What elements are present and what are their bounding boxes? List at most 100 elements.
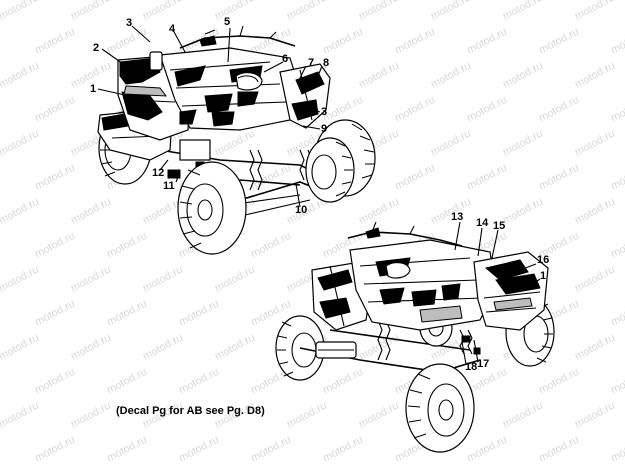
watermark-text: motod.ru — [69, 0, 113, 23]
watermark-text: motod.ru — [501, 196, 545, 227]
watermark-text: motod.ru — [69, 196, 113, 227]
watermark-text: motod.ru — [0, 196, 41, 227]
callout-5: 5 — [224, 16, 231, 28]
watermark-text: motod.ru — [573, 196, 617, 227]
watermark-text: motod.ru — [393, 162, 437, 193]
callout-18: 18 — [465, 361, 478, 373]
watermark-text: motod.ru — [501, 400, 545, 431]
watermark-text: motod.ru — [177, 366, 221, 397]
front-fender-right — [279, 63, 331, 129]
watermark-text: motod.ru — [609, 26, 625, 57]
body-rear-view — [349, 239, 497, 331]
watermark-text: motod.ru — [213, 264, 257, 295]
watermark-text: motod.ru — [249, 162, 293, 193]
watermark-text: motod.ru — [213, 0, 257, 23]
watermark-text: motod.ru — [33, 434, 77, 465]
watermark-text: motod.ru — [69, 332, 113, 363]
handlebar-rear-view — [347, 221, 463, 247]
watermark-text: motod.ru — [69, 400, 113, 431]
watermark-text: motod.ru — [537, 434, 581, 465]
watermark-text: motod.ru — [213, 332, 257, 363]
watermark-text: motod.ru — [609, 162, 625, 193]
watermark-text: motod.ru — [429, 128, 473, 159]
watermark-text: motod.ru — [609, 94, 625, 125]
watermark-text: motod.ru — [465, 434, 509, 465]
watermark-text: motod.ru — [501, 60, 545, 91]
watermark-text: motod.ru — [285, 400, 329, 431]
watermark-text: motod.ru — [105, 26, 149, 57]
callout-leaders-front — [97, 25, 323, 208]
watermark-text: motod.ru — [321, 434, 365, 465]
watermark-text: motod.ru — [501, 0, 545, 23]
front-wheel-right — [305, 137, 355, 203]
watermark-text: motod.ru — [537, 366, 581, 397]
watermark-text: motod.ru — [0, 128, 41, 159]
rear-wheel-near — [405, 363, 475, 453]
callout-15: 15 — [493, 220, 506, 232]
watermark-text: motod.ru — [33, 230, 77, 261]
watermark-text: motod.ru — [33, 366, 77, 397]
callout-7: 7 — [308, 57, 315, 69]
watermark-text: motod.ru — [213, 128, 257, 159]
watermark-text: motod.ru — [33, 298, 77, 329]
watermark-text: motod.ru — [465, 94, 509, 125]
watermark-text: motod.ru — [465, 162, 509, 193]
callout-6: 6 — [282, 53, 289, 65]
watermark-text: motod.ru — [105, 230, 149, 261]
watermark-text: motod.ru — [609, 230, 625, 261]
callout-13: 13 — [451, 211, 464, 223]
watermark-text: motod.ru — [33, 26, 77, 57]
callout-11: 11 — [163, 180, 175, 192]
watermark-text: motod.ru — [249, 434, 293, 465]
watermark-text: motod.ru — [177, 434, 221, 465]
watermark-text: motod.ru — [573, 60, 617, 91]
watermark-text: motod.ru — [429, 0, 473, 23]
watermark-text: motod.ru — [393, 26, 437, 57]
decal-reference-note: (Decal Pg for AB see Pg. D8) — [116, 405, 265, 417]
callout-10: 10 — [295, 204, 308, 216]
callout-16: 16 — [537, 254, 550, 266]
watermark-text: motod.ru — [0, 0, 41, 23]
watermark-text: motod.ru — [105, 434, 149, 465]
watermark-text: motod.ru — [465, 26, 509, 57]
callout-14: 14 — [476, 217, 489, 229]
watermark-text: motod.ru — [573, 128, 617, 159]
watermark-text: motod.ru — [573, 332, 617, 363]
watermark-text: motod.ru — [0, 60, 41, 91]
rear-fender-right — [473, 251, 549, 331]
watermark-text: motod.ru — [33, 162, 77, 193]
watermark-text: motod.ru — [573, 0, 617, 23]
watermark-text: motod.ru — [321, 26, 365, 57]
watermark-text: motod.ru — [141, 264, 185, 295]
watermark-text: motod.ru — [609, 366, 625, 397]
watermark-text: motod.ru — [357, 0, 401, 23]
callout-1b: 1 — [540, 270, 547, 282]
atv-rear-view — [275, 221, 555, 453]
handlebar-front — [149, 25, 296, 71]
watermark-text: motod.ru — [357, 196, 401, 227]
watermark-text: motod.ru — [177, 298, 221, 329]
callout-3b: 3 — [321, 106, 328, 118]
watermark-text: motod.ru — [573, 400, 617, 431]
watermark-text: motod.ru — [321, 366, 365, 397]
callout-9: 9 — [321, 123, 328, 135]
callout-2: 2 — [93, 42, 100, 54]
watermark-text: motod.ru — [0, 400, 41, 431]
watermark-text: motod.ru — [105, 298, 149, 329]
watermark-text: motod.ru — [33, 94, 77, 125]
watermark-text: motod.ru — [393, 94, 437, 125]
front-wheel-left — [177, 161, 247, 255]
watermark-text: motod.ru — [0, 332, 41, 363]
watermark-text: motod.ru — [105, 366, 149, 397]
callout-leaders-rear — [454, 221, 541, 365]
callout-1: 1 — [90, 83, 97, 95]
watermark-text: motod.ru — [357, 400, 401, 431]
callout-3: 3 — [126, 17, 133, 29]
callout-12: 12 — [152, 167, 165, 179]
watermark-text: motod.ru — [573, 264, 617, 295]
atv-front-view — [97, 25, 376, 255]
watermark-text: motod.ru — [141, 0, 185, 23]
watermark-text: motod.ru — [537, 94, 581, 125]
watermark-text: motod.ru — [429, 60, 473, 91]
